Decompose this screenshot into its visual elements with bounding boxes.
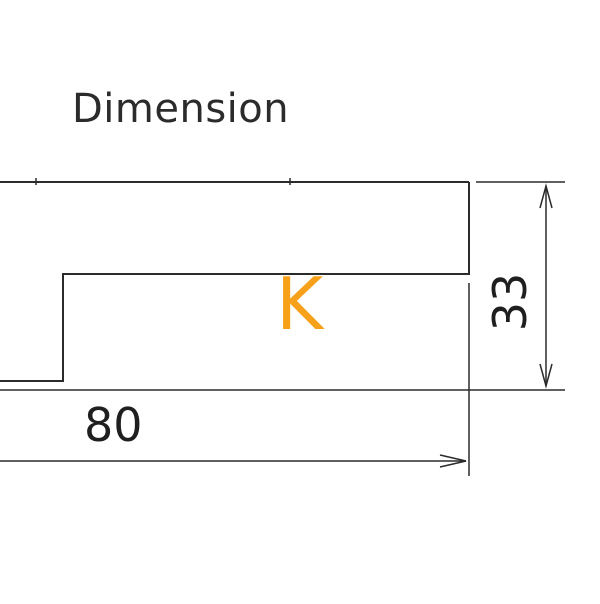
height-arrow-bottom (539, 363, 553, 389)
width-dimension-label: 80 (84, 398, 143, 452)
profile-stepped-outline (0, 182, 470, 382)
height-arrow-top (539, 183, 553, 209)
profile-marker-label: K (276, 262, 324, 346)
height-dimension-label: 33 (483, 272, 537, 332)
width-arrow-right (439, 454, 467, 468)
diagram-title: Dimension (72, 86, 290, 132)
